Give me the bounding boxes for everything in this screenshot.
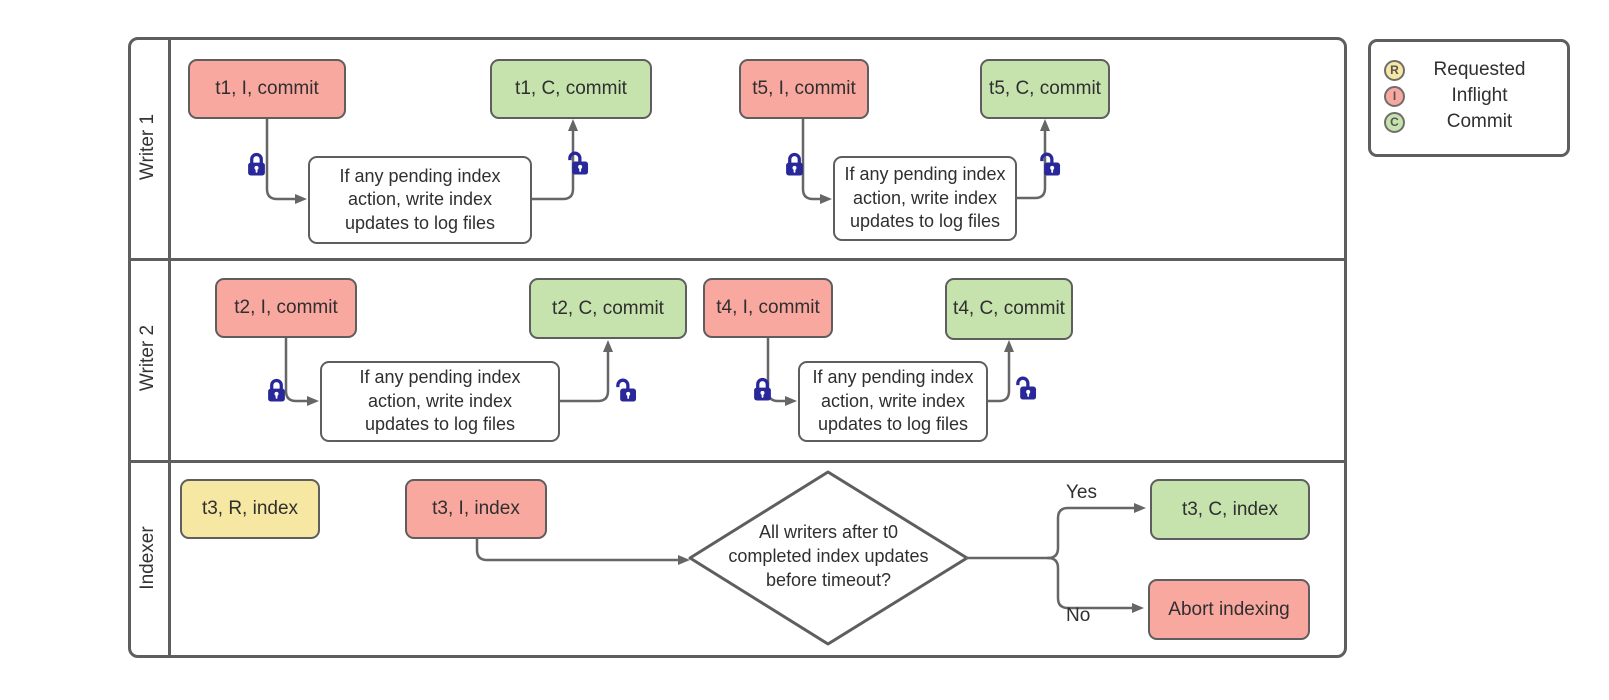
decision-question: All writers after t0 completed index upd… xyxy=(728,522,929,590)
lock-open-icon xyxy=(616,378,637,402)
node-t1-commit: t1, C, commit xyxy=(490,59,652,119)
node-t4-commit: t4, C, commit xyxy=(945,278,1073,340)
lane-divider xyxy=(131,258,1344,261)
swimlane-frame xyxy=(128,37,1347,658)
inflight-badge-icon: I xyxy=(1384,85,1405,107)
lock-closed-icon xyxy=(268,378,285,402)
process-text: If any pending index action, write index… xyxy=(844,164,1006,232)
node-t3-commit: t3, C, index xyxy=(1150,479,1310,540)
node-t3-inflight: t3, I, index xyxy=(405,479,547,539)
lock-open-icon xyxy=(568,151,589,175)
process-text: If any pending index action, write index… xyxy=(339,165,501,233)
node-t2-inflight: t2, I, commit xyxy=(215,278,357,338)
commit-badge-icon: C xyxy=(1384,111,1405,133)
lane-divider xyxy=(131,460,1344,463)
node-t2-commit: t2, C, commit xyxy=(529,278,687,339)
legend-label: Commit xyxy=(1446,111,1513,132)
lock-closed-icon xyxy=(786,152,803,176)
node-process-writer2a: If any pending index action, write index… xyxy=(320,361,560,442)
node-process-writer2b: If any pending index action, write index… xyxy=(798,361,988,442)
lock-open-icon xyxy=(1016,376,1037,400)
node-process-writer1a: If any pending index action, write index… xyxy=(308,156,532,244)
lock-closed-icon xyxy=(248,152,265,176)
node-t5-commit: t5, C, commit xyxy=(980,59,1110,119)
legend-label: Requested xyxy=(1433,59,1526,80)
edge-label-no: No xyxy=(1066,605,1091,626)
lane-label-writer2: Writer 2 xyxy=(137,324,158,392)
legend-item-requested: R Requested xyxy=(1384,57,1554,83)
legend-item-inflight: I Inflight xyxy=(1384,83,1554,109)
node-process-writer1b: If any pending index action, write index… xyxy=(833,156,1017,241)
node-abort-indexing: Abort indexing xyxy=(1148,579,1310,640)
node-t4-inflight: t4, I, commit xyxy=(703,278,833,338)
edge-label-yes: Yes xyxy=(1066,482,1097,503)
process-text: If any pending index action, write index… xyxy=(812,367,974,435)
lane-label-writer1: Writer 1 xyxy=(137,113,158,181)
lock-closed-icon xyxy=(754,377,771,401)
requested-badge-icon: R xyxy=(1384,59,1405,81)
lock-open-icon xyxy=(1040,152,1061,176)
lane-label-indexer: Indexer xyxy=(137,526,158,590)
lane-header-divider xyxy=(168,40,171,655)
legend-label: Inflight xyxy=(1451,85,1508,106)
node-t5-inflight: t5, I, commit xyxy=(739,59,869,119)
node-t3-requested: t3, R, index xyxy=(180,479,320,539)
legend: R Requested I Inflight C Commit xyxy=(1368,39,1570,157)
process-text: If any pending index action, write index… xyxy=(359,367,521,435)
legend-item-commit: C Commit xyxy=(1384,109,1554,135)
node-t1-inflight: t1, I, commit xyxy=(188,59,346,119)
